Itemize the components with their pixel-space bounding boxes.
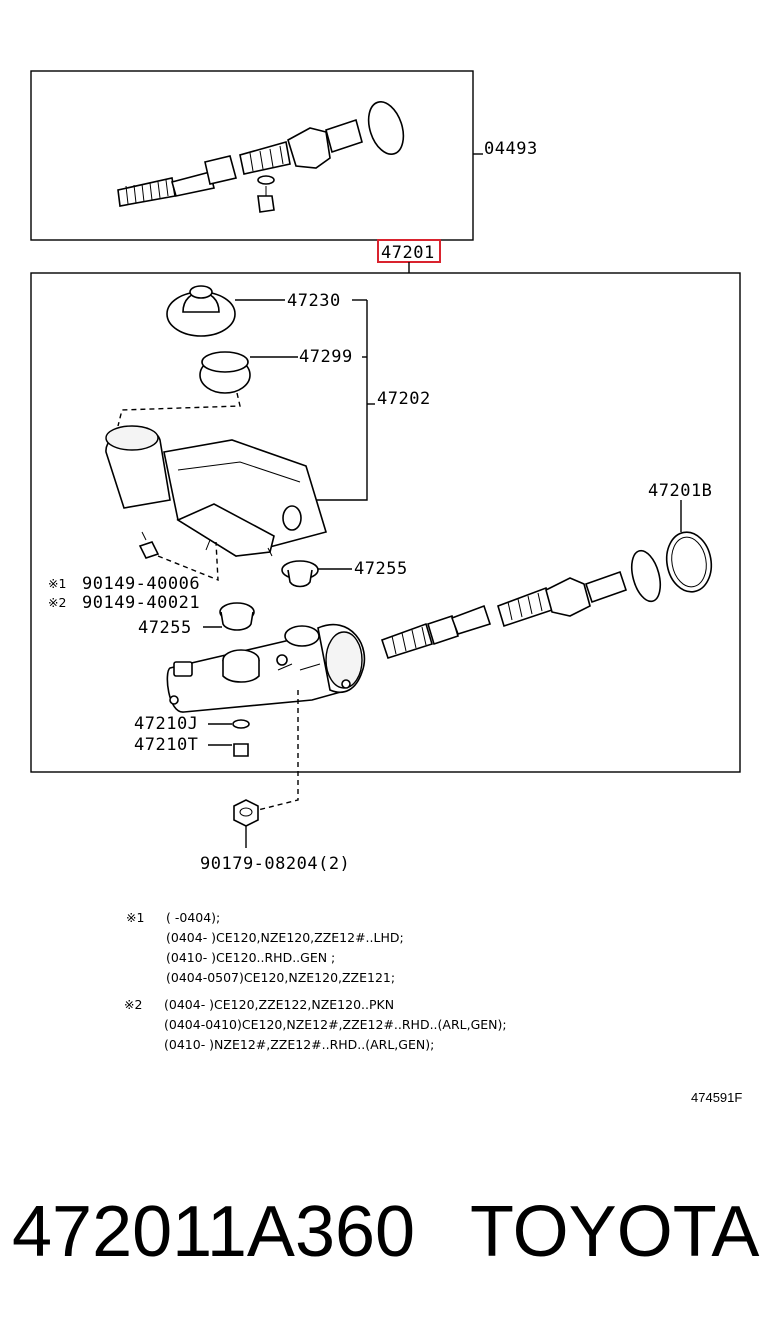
label-47255-left: 47255: [138, 618, 192, 638]
figure-code: 474591F: [691, 1090, 742, 1105]
note-1: ※1 ( -0404); (0404- )CE120,NZE120,ZZE12#…: [126, 910, 404, 985]
label-47210t: 47210T: [134, 735, 198, 755]
label-47299: 47299: [299, 347, 353, 367]
label-90149-40006: 90149-40006: [82, 574, 200, 594]
bleeder-plug: [233, 743, 249, 757]
note-2-line-1: (0404- )CE120,ZZE122,NZE120..PKN: [164, 997, 394, 1012]
kit-frame: [30, 70, 474, 241]
note-1-line-3: (0410- )CE120..RHD..GEN ;: [166, 950, 335, 965]
label-47230: 47230: [287, 291, 341, 311]
label-90179-08204: 90179-08204(2): [200, 854, 350, 874]
primary-piston-parts: [380, 570, 628, 660]
reservoir-strainer: [199, 351, 251, 394]
reservoir-tank: [105, 425, 328, 557]
mark-1: ※1: [48, 576, 66, 591]
note-1-line-1: ( -0404);: [166, 910, 220, 925]
label-47210j: 47210J: [134, 714, 198, 734]
note-1-line-2: (0404- )CE120,NZE120,ZZE12#..LHD;: [166, 930, 404, 945]
label-47201: 47201: [381, 243, 435, 263]
o-ring-47201b: [630, 531, 713, 603]
note-2-line-3: (0410- )NZE12#,ZZE12#..RHD..(ARL,GEN);: [164, 1037, 434, 1052]
footer-brand: TOYOTA: [470, 1192, 759, 1272]
grommet-left: [219, 602, 255, 631]
label-47255-right: 47255: [354, 559, 408, 579]
note-2-mark: ※2: [124, 997, 142, 1012]
kit-piston-parts: [117, 101, 405, 213]
grommet-right: [281, 560, 319, 588]
reservoir-screw: [138, 531, 160, 559]
master-cylinder-body: [166, 623, 366, 713]
footer-part-number: 472011A360: [12, 1192, 415, 1272]
note-1-mark: ※1: [126, 910, 144, 925]
note-1-line-4: (0404-0507)CE120,NZE120,ZZE121;: [166, 970, 395, 985]
label-04493: 04493: [484, 139, 538, 159]
mark-2: ※2: [48, 595, 66, 610]
note-2-line-2: (0404-0410)CE120,NZE12#,ZZE12#..RHD..(AR…: [164, 1017, 507, 1032]
label-47202: 47202: [377, 389, 431, 409]
assembly-frame: [30, 272, 741, 773]
gasket: [232, 719, 250, 729]
reservoir-cap: [166, 285, 236, 337]
flange-nut: [233, 799, 259, 827]
note-2: ※2 (0404- )CE120,ZZE122,NZE120..PKN (040…: [124, 997, 507, 1052]
label-47201b: 47201B: [648, 481, 712, 501]
label-90149-40021: 90149-40021: [82, 593, 200, 613]
